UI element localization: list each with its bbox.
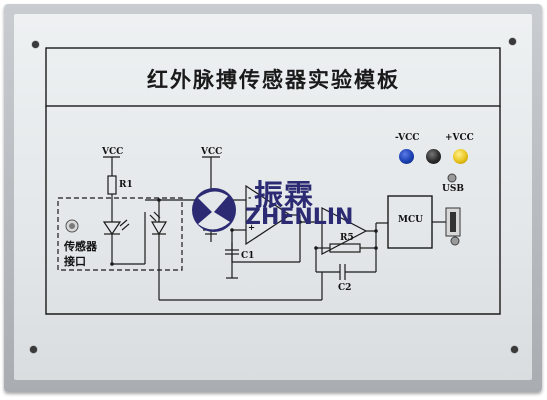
screw-top-left — [32, 41, 39, 48]
page-title: 红外脉搏传感器实验模板 — [147, 67, 400, 92]
sensor-label-line2: 接口 — [64, 255, 86, 268]
opamp1-minus-label: - — [248, 193, 252, 203]
mcu-label: MCU — [398, 215, 423, 225]
vcc-left-label: VCC — [102, 147, 124, 157]
screw-top-right — [509, 38, 516, 45]
usb-label: USB — [442, 184, 464, 194]
usb-port-shape — [445, 207, 461, 237]
logo-mark — [192, 188, 236, 232]
r1-label: R1 — [119, 180, 133, 190]
screw-bottom-right — [511, 346, 518, 353]
logo-english-text: ZHENLIN — [245, 205, 354, 230]
logo-chinese-text: 振霖 — [254, 178, 315, 212]
ground-jack[interactable] — [426, 149, 441, 164]
minus-vcc-jack[interactable] — [399, 149, 414, 164]
plus-vcc-label: +VCC — [445, 133, 474, 143]
screw-bottom-left — [30, 346, 37, 353]
opamp1-plus-label: + — [248, 223, 256, 233]
vcc-mid-label: VCC — [201, 147, 223, 157]
c1-label: C1 — [241, 251, 255, 261]
sensor-label-line1: 传感器 — [64, 240, 97, 253]
plus-vcc-jack[interactable] — [453, 149, 468, 164]
minus-vcc-label: -VCC — [395, 133, 420, 143]
sensor-interface-label: 传感器 接口 — [64, 239, 97, 269]
r5-label: R5 — [340, 233, 354, 243]
experiment-panel — [14, 14, 532, 380]
c2-label: C2 — [338, 283, 352, 293]
